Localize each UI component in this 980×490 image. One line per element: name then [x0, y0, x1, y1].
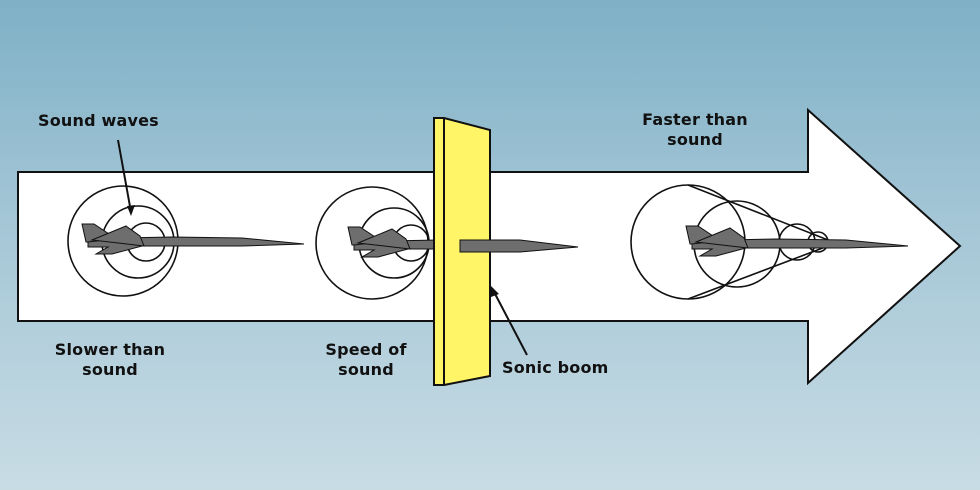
faster-than-sound-label: Faster than sound	[628, 110, 762, 150]
speed-label-line-1: Speed of	[325, 340, 407, 359]
faster-label-line-2: sound	[667, 130, 723, 149]
slower-than-sound-label: Slower than sound	[42, 340, 178, 380]
faster-than-sound-group	[630, 184, 909, 300]
slower-label-line-2: sound	[82, 360, 138, 379]
slower-than-sound-group	[67, 185, 305, 297]
slower-label-line-1: Slower than	[54, 340, 166, 359]
sound-waves-pointer	[117, 139, 132, 213]
sound-waves-label: Sound waves	[38, 111, 159, 130]
sonic-boom-panel	[433, 117, 579, 386]
speed-of-sound-label: Speed of sound	[312, 340, 420, 380]
faster-label-line-1: Faster than	[642, 110, 748, 129]
speed-label-line-2: sound	[338, 360, 394, 379]
sonic-boom-label: Sonic boom	[502, 358, 609, 377]
sonic-boom-pointer	[492, 289, 528, 356]
speed-of-sound-group	[315, 186, 571, 300]
